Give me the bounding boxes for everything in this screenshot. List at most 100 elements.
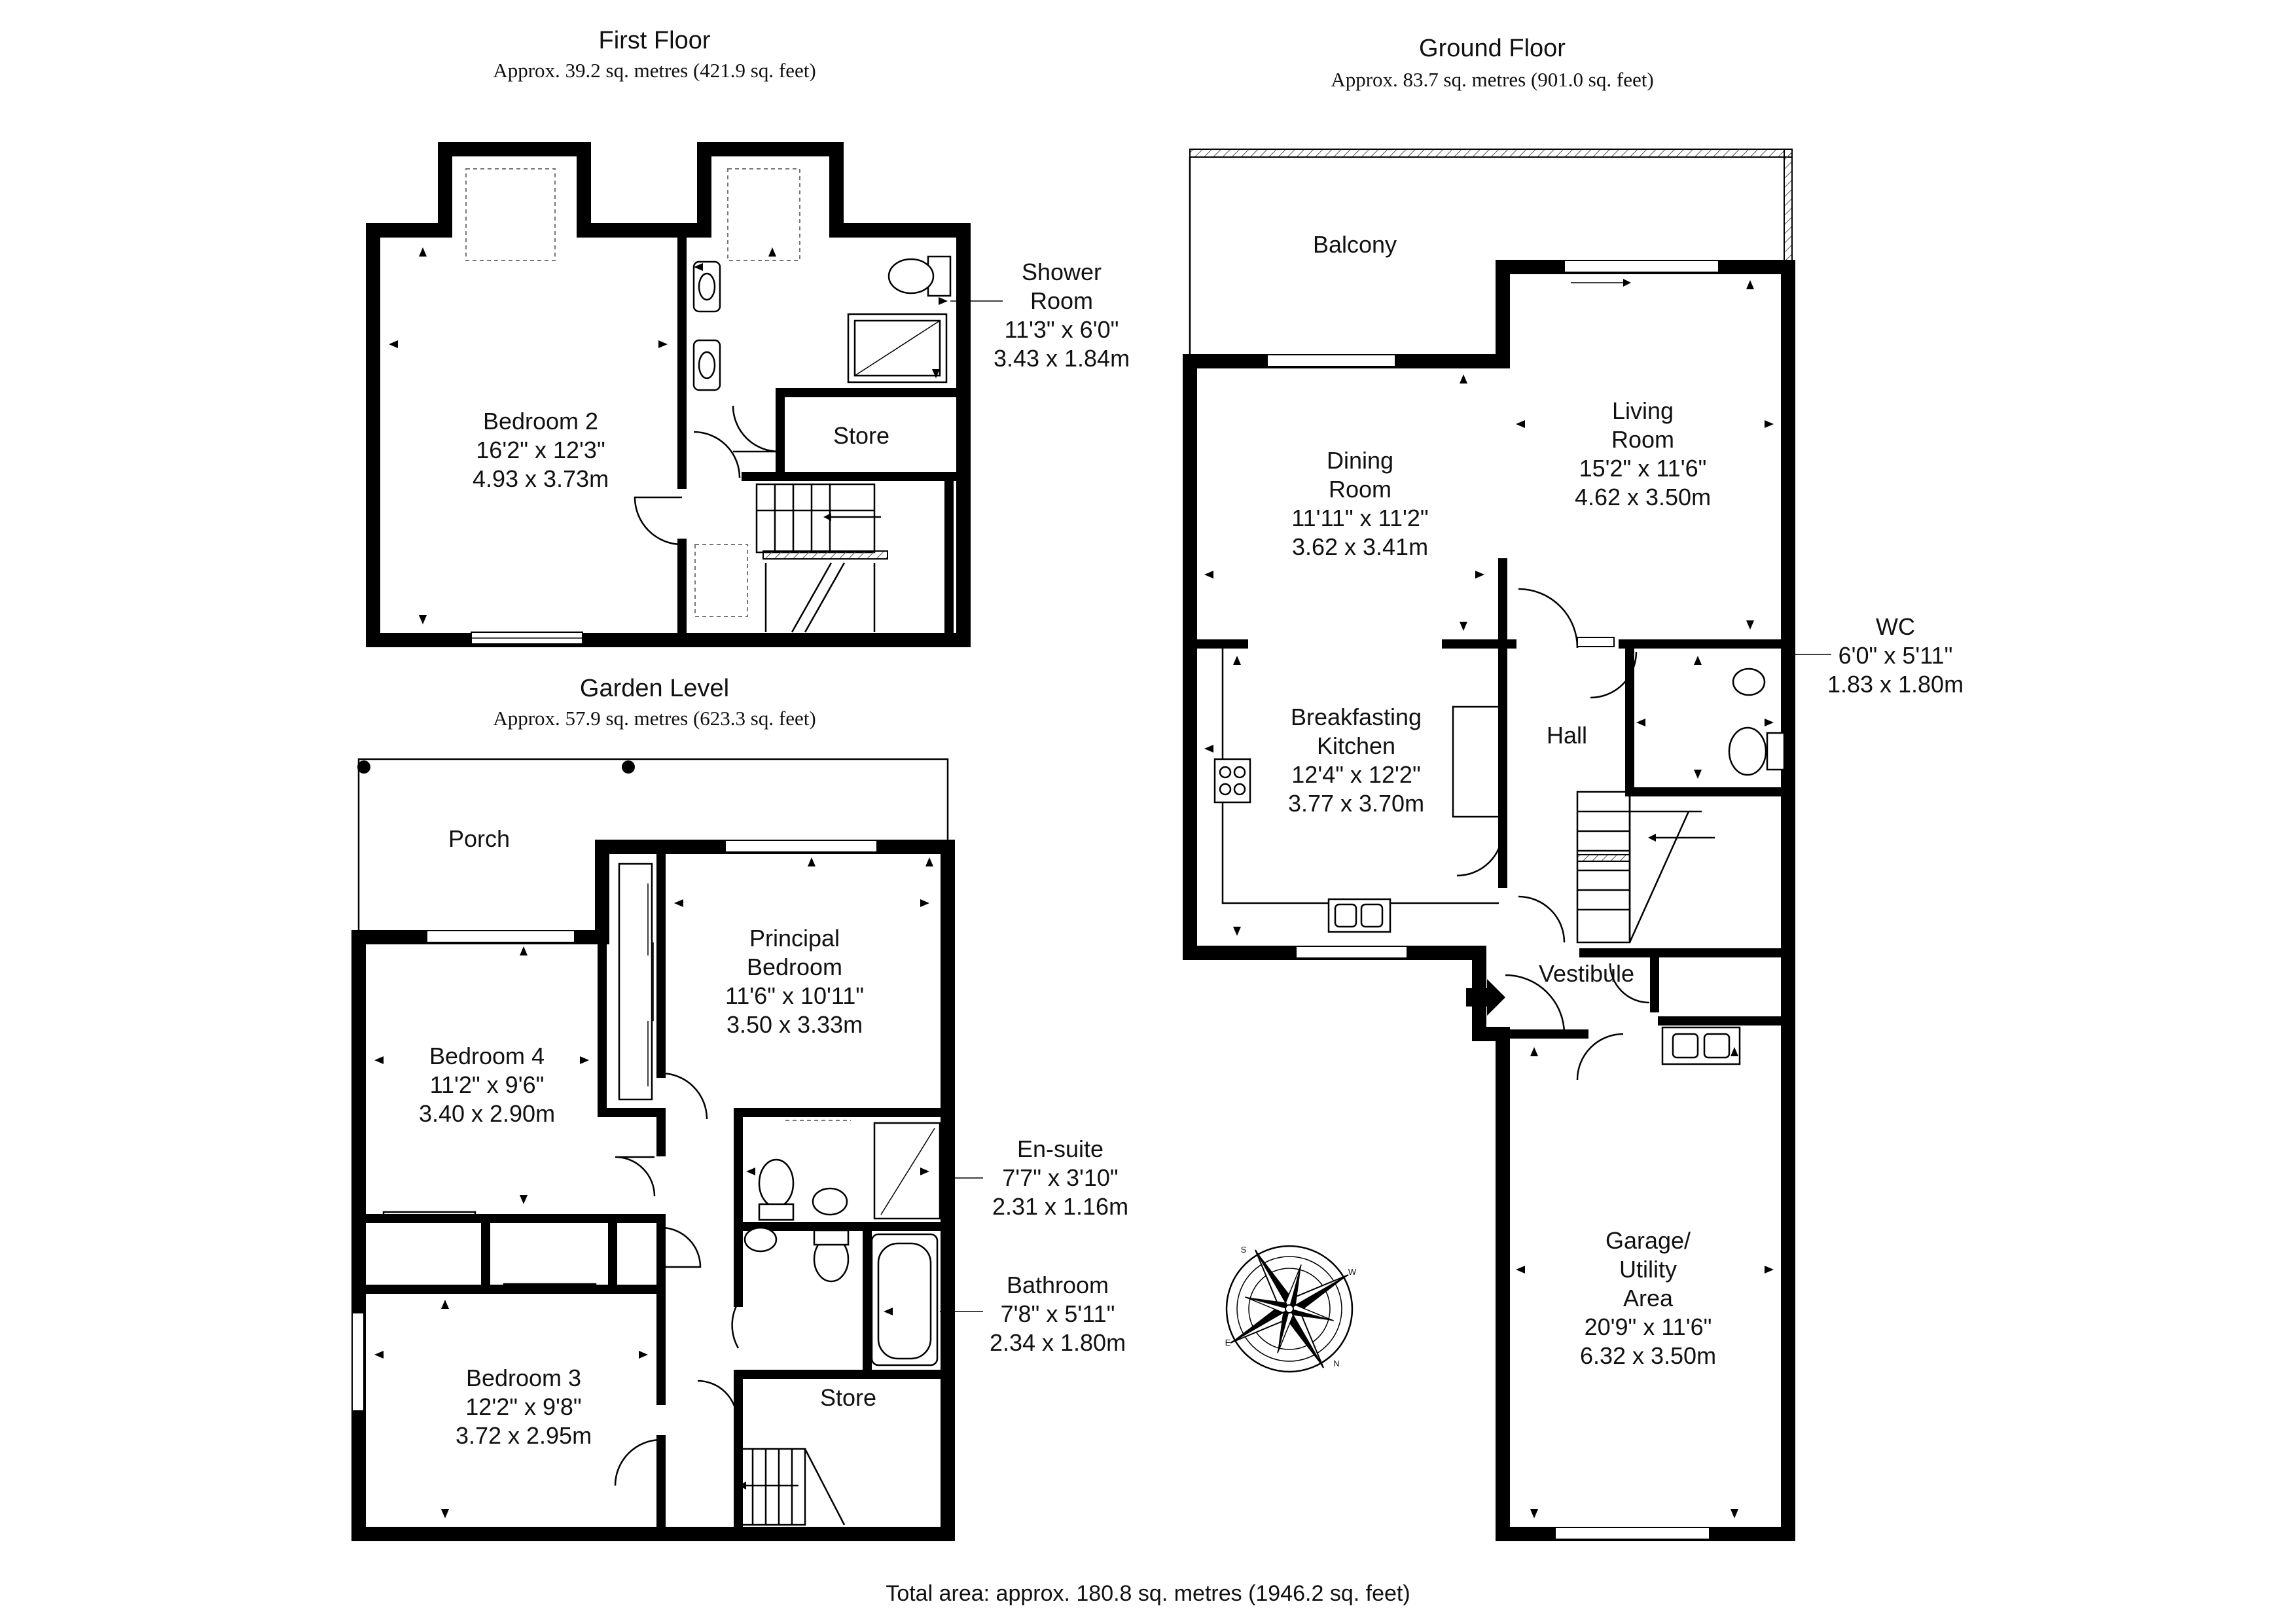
garage-door[interactable]: [1576, 1033, 1624, 1080]
cupboard-door[interactable]: [1609, 963, 1650, 1004]
principal-bedroom-door[interactable]: [660, 1072, 708, 1120]
garage-label: Garage/: [1605, 1227, 1691, 1254]
garage-metric: 6.32 x 3.50m: [1580, 1342, 1716, 1369]
wardrobe: [618, 863, 653, 1101]
bedroom2-door[interactable]: [634, 496, 683, 546]
window: [1564, 260, 1719, 273]
bedroom3-label: Bedroom 3: [466, 1364, 581, 1391]
dining-room-imperial: 11'11" x 11'2": [1291, 505, 1428, 531]
living-hall-door[interactable]: [1518, 588, 1579, 649]
porch-label: Porch: [448, 825, 510, 852]
kitchen-metric: 3.77 x 3.70m: [1288, 790, 1424, 817]
hob: [1213, 758, 1251, 804]
vestibule-label: Vestibule: [1539, 960, 1634, 987]
wc-metric: 1.83 x 1.80m: [1827, 671, 1964, 698]
principal-bedroom-label: Principal: [749, 925, 840, 952]
store-label: Store: [820, 1384, 876, 1411]
front-door[interactable]: [1505, 974, 1566, 1035]
first-floor-area: Approx. 39.2 sq. metres (421.9 sq. feet): [493, 59, 816, 82]
bedroom4-label: Bedroom 4: [429, 1043, 545, 1069]
balcony-label: Balcony: [1313, 231, 1397, 258]
garage-imperial: 20'9" x 11'6": [1585, 1313, 1712, 1340]
principal-bedroom-metric: 3.50 x 3.33m: [726, 1011, 863, 1038]
ground-floor-title: Ground Floor: [1419, 35, 1566, 62]
basin: [812, 1187, 848, 1216]
kitchen-door[interactable]: [1456, 829, 1504, 877]
bathroom-door[interactable]: [731, 1302, 740, 1349]
wc-imperial: 6'0" x 5'11": [1839, 642, 1953, 669]
ensuite-label: En-suite: [1017, 1135, 1103, 1162]
bedroom3-metric: 3.72 x 2.95m: [456, 1422, 592, 1449]
bedroom3-imperial: 12'2" x 9'8": [465, 1393, 581, 1420]
garden-level-area: Approx. 57.9 sq. metres (623.3 sq. feet): [493, 707, 816, 730]
bathroom-metric: 2.34 x 1.80m: [990, 1329, 1126, 1356]
window: [351, 1312, 365, 1412]
wc-door[interactable]: [1590, 651, 1638, 699]
wardrobe: [503, 1283, 597, 1293]
living-room-metric: 4.62 x 3.50m: [1575, 484, 1711, 510]
basin: [692, 339, 721, 391]
compass-label: N: [1333, 1359, 1339, 1368]
bath: [870, 1233, 939, 1366]
bedroom4-door[interactable]: [615, 1156, 656, 1197]
ensuite-imperial: 7'7" x 3'10": [1002, 1164, 1118, 1191]
dimension-markers: [374, 857, 933, 1518]
bathroom-imperial: 7'8" x 5'11": [1001, 1300, 1115, 1327]
store-door[interactable]: [697, 1380, 738, 1421]
kitchen-imperial: 12'4" x 12'2": [1291, 761, 1420, 788]
window: [1577, 637, 1615, 647]
dimension-markers: [389, 247, 948, 624]
bedroom3-door[interactable]: [614, 1438, 662, 1486]
porch-outline: [357, 758, 949, 937]
shower-room-label: Room: [1030, 287, 1093, 314]
bedroom4-imperial: 11'2" x 9'6": [430, 1071, 545, 1098]
principal-bedroom-label: Bedroom: [747, 954, 842, 980]
window: [1554, 1527, 1710, 1540]
garden-level: Garden Level Approx. 57.9 sq. metres (62…: [351, 675, 1128, 1541]
wardrobe: [382, 1211, 476, 1221]
bedroom2-imperial: 16'2" x 12'3": [476, 437, 605, 463]
bedroom4-metric: 3.40 x 2.90m: [419, 1100, 555, 1127]
store-label: Store: [833, 422, 889, 449]
toilet-icon: [888, 258, 935, 294]
compass-rose-icon: S N E W: [1225, 1245, 1357, 1373]
garden-level-title: Garden Level: [580, 675, 729, 702]
living-room-label: Room: [1611, 426, 1674, 453]
principal-bedroom-imperial: 11'6" x 10'11": [725, 982, 864, 1009]
first-floor-stairs: [755, 483, 888, 633]
kitchen-island: [1452, 705, 1503, 818]
window: [1295, 946, 1408, 959]
shower-tray: [873, 1122, 941, 1220]
compass-label: S: [1241, 1245, 1247, 1255]
utility-sink: [1661, 1026, 1741, 1065]
store-door[interactable]: [732, 405, 780, 453]
shower-room-label: Shower: [1022, 259, 1102, 285]
wc-label: WC: [1876, 613, 1915, 640]
hall-label: Hall: [1547, 722, 1587, 749]
cupboard-door[interactable]: [660, 1226, 702, 1268]
window: [426, 930, 575, 943]
living-room-label: Living: [1612, 397, 1674, 424]
bedroom2-metric: 4.93 x 3.73m: [473, 465, 609, 492]
dimension-markers: [1204, 280, 1774, 1518]
shower-room-metric: 3.43 x 1.84m: [994, 345, 1130, 372]
kitchen-label: Breakfasting: [1291, 704, 1422, 730]
skylight: [465, 168, 556, 261]
toilet-icon: [1728, 726, 1767, 776]
window: [1266, 354, 1396, 367]
dining-room-label: Dining: [1327, 447, 1393, 474]
basin: [1732, 668, 1766, 696]
basin: [692, 260, 721, 313]
compass-label: W: [1348, 1267, 1357, 1277]
living-room-imperial: 15'2" x 11'6": [1579, 455, 1707, 482]
ground-floor-stairs: [1576, 791, 1715, 944]
hall-door[interactable]: [1518, 895, 1566, 943]
kitchen-worktop: [1221, 644, 1499, 904]
ensuite-metric: 2.31 x 1.16m: [992, 1193, 1128, 1220]
window: [725, 840, 878, 853]
first-floor-outer-wall: [366, 142, 971, 647]
toilet-icon: [758, 1158, 795, 1208]
entrance-arrow-icon: [1466, 979, 1505, 1016]
ground-floor: Ground Floor Approx. 83.7 sq. metres (90…: [1183, 35, 1964, 1541]
